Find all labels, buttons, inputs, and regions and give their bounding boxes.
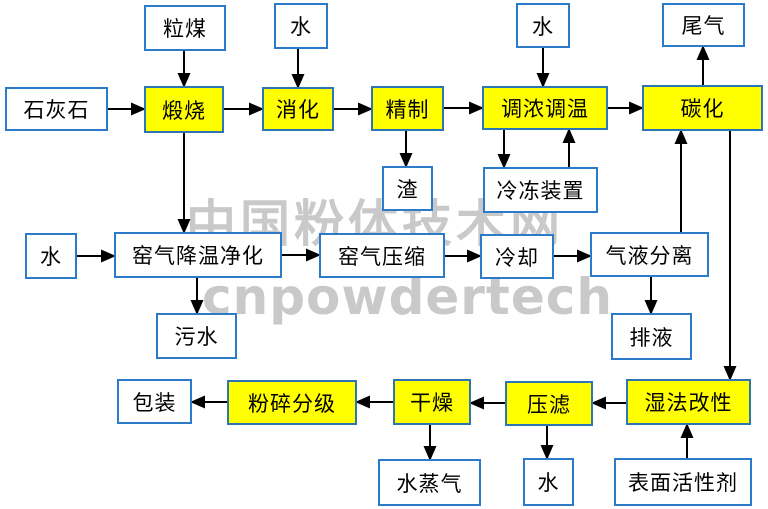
node-filter-press: 压滤 <box>505 381 593 426</box>
node-slag: 渣 <box>382 166 433 211</box>
node-water-mid: 水 <box>25 233 77 279</box>
node-drain: 排液 <box>611 313 692 360</box>
node-steam: 水蒸气 <box>378 459 481 506</box>
node-calcination: 煅烧 <box>144 86 224 133</box>
node-water-bottom: 水 <box>523 458 574 506</box>
node-drying: 干燥 <box>393 379 471 425</box>
node-cooling: 冷却 <box>480 234 554 279</box>
node-gas-liquid-separation: 气液分离 <box>590 232 709 277</box>
node-limestone: 石灰石 <box>5 87 108 131</box>
node-conditioning: 调浓调温 <box>482 86 608 130</box>
node-surfactant: 表面活性剂 <box>614 458 752 506</box>
node-refining: 精制 <box>371 86 444 131</box>
node-kiln-gas-cooling: 窑气降温净化 <box>114 232 282 278</box>
node-kiln-gas-compression: 窑气压缩 <box>319 233 445 278</box>
node-wet-modification: 湿法改性 <box>626 379 751 425</box>
node-carbonization: 碳化 <box>642 85 763 131</box>
node-crushing: 粉碎分级 <box>227 380 357 425</box>
watermark-latin: cnpowdertech <box>202 268 613 326</box>
node-water-top2: 水 <box>516 3 570 48</box>
node-digestion: 消化 <box>262 87 334 131</box>
node-freezer: 冷冻装置 <box>483 167 598 213</box>
node-coal: 粒煤 <box>144 5 226 51</box>
node-packaging: 包装 <box>117 379 192 424</box>
node-water-top1: 水 <box>274 3 328 49</box>
node-sewage: 污水 <box>156 313 237 359</box>
node-tail-gas: 尾气 <box>662 3 745 47</box>
